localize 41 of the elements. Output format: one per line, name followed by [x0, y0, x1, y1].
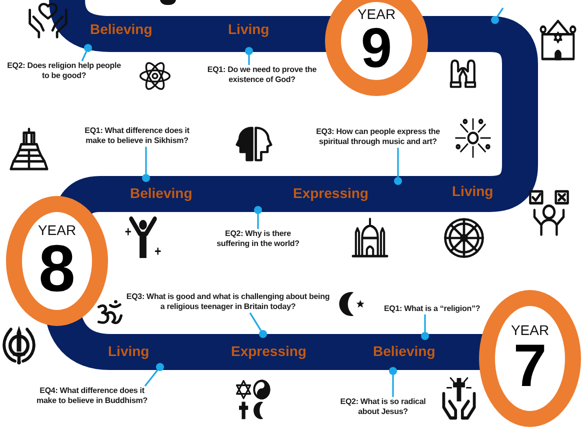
- leader-line: [249, 312, 262, 331]
- leader-line: [145, 146, 147, 174]
- stage-label: Living: [452, 184, 494, 198]
- dot-icon: [389, 367, 397, 375]
- stage-label: Believing: [373, 344, 436, 358]
- dot-icon: [259, 330, 267, 338]
- stage-label: Expressing: [231, 344, 306, 358]
- question-text: EQ2: Why is there suffering in the world?: [208, 229, 308, 250]
- stage-label: Believing: [90, 22, 152, 36]
- stage-label: Believing: [130, 186, 192, 200]
- year-number: 7: [513, 337, 547, 394]
- dot-icon: [142, 174, 150, 182]
- year-label: YEAR: [510, 323, 550, 337]
- stage-label: Living: [228, 22, 270, 36]
- leader-line: [392, 375, 394, 397]
- question-text: EQ1: What difference does it make to believe in Sikhism?: [75, 126, 199, 147]
- leader-line: [257, 214, 259, 229]
- dot-icon: [156, 363, 164, 371]
- question-text: EQ1: What is a “religion”?: [376, 304, 488, 314]
- leader-line: [248, 55, 250, 65]
- dot-icon: [84, 44, 92, 52]
- question-text: EQ2: Does religion help people to be good?: [3, 61, 125, 82]
- question-text: EQ2: What is so radical about Jesus?: [333, 397, 433, 418]
- leader-line: [81, 51, 88, 62]
- question-text: EQ3: How can people express the spiritual through music and art?: [307, 127, 449, 148]
- year-number: 8: [38, 236, 76, 300]
- year-number: 9: [360, 21, 392, 75]
- question-text: EQ4: What difference does it make to believe in Buddhism?: [29, 386, 155, 407]
- year-label: YEAR: [38, 222, 76, 237]
- dot-icon: [254, 206, 262, 214]
- dot-icon: [421, 332, 429, 340]
- leader-line: [397, 148, 399, 177]
- question-text: EQ3: What is good and what is challenging about being a religious teenager in Britain today?: [126, 292, 330, 313]
- stage-label: Expressing: [293, 186, 368, 200]
- stage-label: Living: [108, 344, 150, 358]
- leader-line: [144, 370, 158, 386]
- leader-line: [496, 8, 504, 18]
- leader-line: [424, 314, 426, 332]
- year-label: YEAR: [357, 7, 396, 22]
- question-text: EQ1: Do we need to prove the existence of God?: [201, 65, 323, 86]
- dot-icon: [245, 47, 253, 55]
